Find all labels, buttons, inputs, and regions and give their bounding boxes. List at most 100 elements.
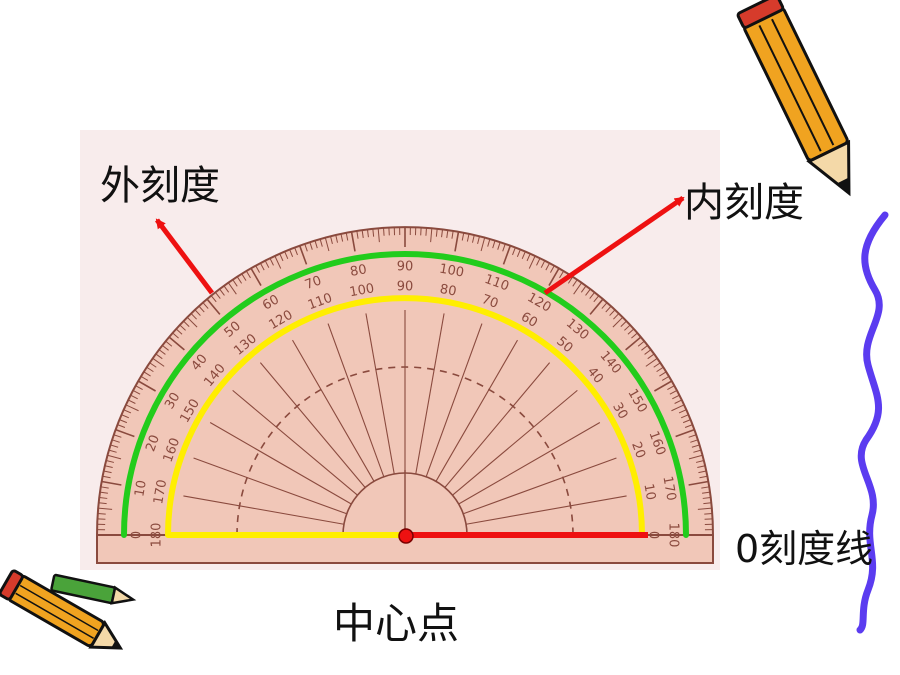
inner-scale-number: 180 — [150, 523, 165, 548]
scale-tick — [115, 428, 135, 438]
scale-tick — [186, 316, 198, 328]
scale-tick — [361, 229, 364, 238]
scale-tick — [703, 502, 712, 505]
inner-scale-label: 内刻度 — [684, 180, 804, 226]
scale-tick — [477, 236, 480, 245]
outer-scale-number: 100 — [438, 262, 465, 281]
scale-tick — [653, 362, 661, 368]
scale-tick — [540, 260, 546, 268]
scale-tick — [161, 344, 169, 351]
center-point-dot — [398, 528, 414, 544]
scale-tick — [627, 328, 635, 335]
scale-tick — [528, 255, 536, 269]
scale-tick — [466, 233, 470, 242]
scale-tick — [661, 375, 670, 381]
scale-tick — [441, 229, 444, 238]
scale-tick — [149, 362, 157, 368]
scale-tick — [190, 313, 197, 320]
scale-tick — [691, 444, 700, 448]
scale-tick — [119, 419, 128, 424]
scale-tick — [356, 230, 359, 239]
scale-tick — [572, 279, 578, 287]
scale-tick — [135, 385, 143, 390]
scale-tick — [194, 309, 201, 316]
scale-tick — [335, 234, 339, 243]
scale-tick — [146, 366, 154, 373]
scale-tick — [589, 298, 604, 315]
inner-scale-number: 70 — [479, 292, 500, 312]
scale-tick — [698, 470, 707, 474]
scale-tick — [612, 316, 624, 328]
scale-tick — [284, 251, 289, 260]
scale-tick — [674, 399, 683, 404]
scale-tick — [110, 444, 119, 448]
scale-tick — [232, 279, 238, 287]
scale-tick — [671, 404, 685, 412]
scale-tick — [198, 305, 205, 313]
scale-tick — [688, 434, 697, 438]
scale-tick — [309, 241, 313, 250]
scale-tick — [641, 344, 649, 351]
radial-line — [452, 389, 578, 496]
radial-line — [232, 389, 358, 496]
outer-scale-highlight — [121, 251, 689, 538]
scale-tick — [152, 357, 165, 367]
scale-tick — [111, 439, 120, 443]
radial-line — [183, 495, 345, 525]
radial-line — [435, 339, 518, 482]
radial-line — [444, 362, 551, 488]
outer-scale-number: 80 — [349, 262, 368, 280]
inner-scale-arrow — [543, 195, 685, 296]
scale-tick — [620, 320, 627, 327]
scale-tick — [298, 245, 308, 265]
scale-tick — [550, 265, 555, 273]
scale-tick — [624, 324, 631, 331]
zero-line-label: 0刻度线 — [735, 527, 874, 571]
scale-tick — [206, 298, 221, 315]
radial-line — [259, 362, 366, 488]
radial-line — [365, 313, 395, 475]
radial-line — [415, 313, 445, 475]
inner-scale-number: 60 — [518, 310, 540, 331]
scale-tick — [502, 243, 506, 252]
scale-tick — [97, 513, 106, 515]
scale-tick — [103, 470, 112, 474]
scale-tick — [512, 247, 516, 256]
scale-tick — [559, 270, 565, 279]
scale-tick — [647, 353, 655, 360]
scale-tick — [545, 262, 551, 271]
scale-tick — [117, 424, 126, 428]
scale-tick — [137, 380, 156, 392]
scale-tick — [502, 245, 512, 265]
scale-tick — [255, 265, 260, 273]
scale-tick — [580, 285, 587, 293]
scale-tick — [372, 228, 375, 237]
outer-scale-number: 90 — [397, 260, 414, 275]
scale-tick — [567, 276, 574, 284]
scale-tick — [605, 305, 612, 313]
scale-tick — [113, 434, 122, 438]
radial-line — [465, 495, 627, 525]
scale-tick — [454, 231, 460, 252]
scale-tick — [585, 288, 591, 296]
scale-tick — [573, 282, 583, 295]
scale-tick — [697, 465, 706, 469]
scale-tick — [123, 409, 132, 414]
scale-tick — [140, 375, 149, 381]
radial-line — [193, 457, 347, 515]
scale-tick — [480, 237, 486, 252]
scale-tick — [143, 371, 151, 377]
scale-tick — [245, 270, 251, 279]
scale-tick — [330, 236, 333, 245]
scale-tick — [202, 302, 209, 309]
squiggle-border — [856, 211, 889, 634]
scale-tick — [425, 227, 427, 236]
scale-tick — [593, 295, 600, 303]
scale-tick — [155, 353, 163, 360]
outer-scale-label: 外刻度 — [100, 163, 220, 209]
scale-tick — [104, 465, 113, 469]
radial-line — [327, 323, 385, 477]
scale-tick — [294, 247, 298, 256]
scale-tick — [702, 496, 711, 499]
scale-tick — [695, 460, 704, 463]
